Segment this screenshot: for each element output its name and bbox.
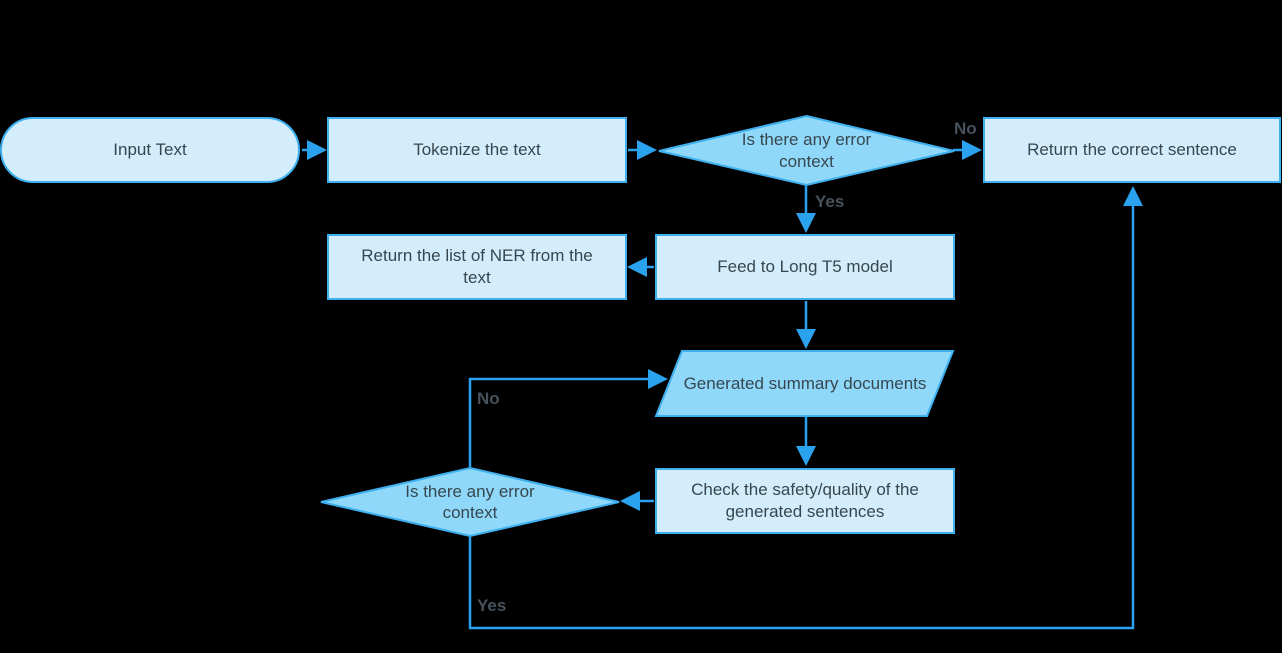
node-feed-t5-label: Feed to Long T5 model <box>717 256 893 276</box>
node-return-correct-label: Return the correct sentence <box>1027 139 1237 159</box>
node-check-safety: Check the safety/quality of the generate… <box>655 468 955 534</box>
diamond-shape <box>320 466 620 538</box>
node-input-text-label: Input Text <box>113 139 187 159</box>
node-return-correct: Return the correct sentence <box>983 117 1281 183</box>
node-decision-bottom-shape <box>320 466 620 538</box>
diamond-shape <box>658 114 955 187</box>
edge-decision2-yes-to-return <box>468 186 1143 630</box>
edge-label-yes-top: Yes <box>815 192 845 211</box>
node-decision-top-shape <box>658 114 955 187</box>
node-check-safety-label: Check the safety/quality of the generate… <box>691 479 919 521</box>
node-input-text: Input Text <box>0 117 300 183</box>
node-feed-t5: Feed to Long T5 model <box>655 234 955 300</box>
parallelogram-shape <box>654 350 955 417</box>
edge-label-yes-bottom: Yes <box>477 596 507 615</box>
node-return-ner-label: Return the list of NER from the text <box>361 245 593 287</box>
edge-label-no-top: No <box>954 119 977 138</box>
node-generated-summary-shape <box>654 350 955 417</box>
node-tokenize-label: Tokenize the text <box>413 139 541 159</box>
edge-label-no-bottom: No <box>477 389 500 408</box>
edge-decision2-no-to-summary <box>468 369 668 467</box>
node-tokenize: Tokenize the text <box>327 117 627 183</box>
node-return-ner: Return the list of NER from the text <box>327 234 627 300</box>
